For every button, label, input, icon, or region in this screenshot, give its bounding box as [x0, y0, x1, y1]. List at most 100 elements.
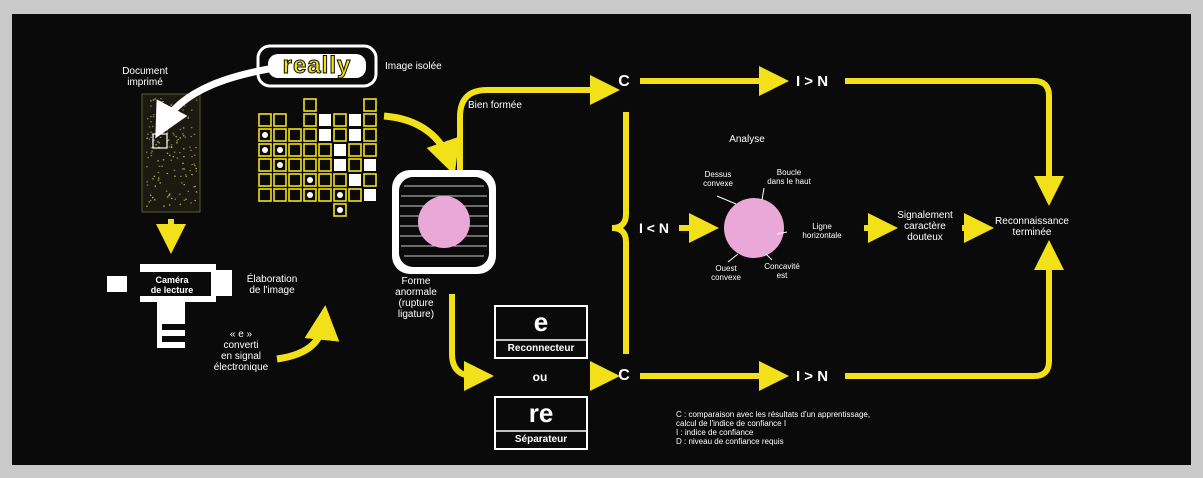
- pixel-cell: [363, 173, 377, 187]
- pixel-cell: [319, 129, 331, 141]
- pixel-cell: [333, 188, 347, 202]
- pixel-dot: [262, 147, 268, 153]
- comparison-bottom: C: [618, 367, 630, 384]
- pixel-dot: [277, 147, 283, 153]
- elaboration-label: Élaboration de l'image: [246, 274, 298, 296]
- pixel-cell: [288, 143, 302, 157]
- analysis-glyph: [724, 198, 784, 258]
- pixel-cell: [348, 143, 362, 157]
- pixel-dot: [307, 177, 313, 183]
- pixel-grid: [258, 98, 377, 217]
- pixel-dot: [277, 162, 283, 168]
- legend-line-2: calcul de l'indice de confiance I: [676, 419, 787, 428]
- pixel-cell: [288, 158, 302, 172]
- separator-glyph: re: [528, 398, 554, 428]
- pixel-cell: [273, 143, 287, 157]
- signal-arrow: [276, 305, 340, 363]
- pixel-cell: [318, 188, 332, 202]
- comparison-top: C: [618, 73, 630, 90]
- pixel-cell: [303, 158, 317, 172]
- pixel-cell: [258, 158, 272, 172]
- camera-icon: [107, 264, 232, 348]
- top-loop-label: Boucle dans le haut: [767, 168, 811, 186]
- pixel-cell: [288, 128, 302, 142]
- abnormal-route: [449, 294, 494, 391]
- really-word: really: [282, 52, 352, 80]
- diagram-panel: Document imprimé Image isolée really Cam…: [12, 14, 1191, 465]
- separator-box: [494, 396, 588, 450]
- pixel-cell: [364, 159, 376, 171]
- pixel-cell: [363, 98, 377, 112]
- confidence-ok-top: I > N: [795, 73, 829, 90]
- pixel-cell: [333, 128, 347, 142]
- pixel-cell: [364, 189, 376, 201]
- pixel-cell: [273, 188, 287, 202]
- diagram-canvas: [107, 44, 1064, 450]
- isolated-image-label: Image isolée: [385, 61, 442, 72]
- printed-document-label: Document imprimé: [122, 66, 168, 88]
- pixel-cell: [273, 158, 287, 172]
- confidence-ok-bottom: I > N: [795, 368, 829, 385]
- pixel-cell: [303, 98, 317, 112]
- pixel-cell: [288, 173, 302, 187]
- horizontal-line-label: Ligne horizontale: [802, 222, 842, 240]
- pixel-cell: [258, 113, 272, 127]
- pixel-cell: [349, 114, 361, 126]
- pixel-cell: [303, 143, 317, 157]
- pixel-cell: [333, 173, 347, 187]
- scanner-screen: [392, 170, 496, 274]
- well-formed-route: [457, 75, 620, 170]
- pixel-cell: [334, 144, 346, 156]
- pixel-cell: [333, 203, 347, 217]
- pixel-dot: [307, 192, 313, 198]
- west-convex-label: Ouest convexe: [711, 264, 741, 282]
- abnormal-shape-label: Forme anormale (rupture ligature): [395, 276, 437, 320]
- bottom-success-route: [845, 240, 1064, 379]
- pixel-cell: [273, 113, 287, 127]
- pixel-cell: [303, 188, 317, 202]
- pixel-cell: [334, 159, 346, 171]
- pixel-cell: [348, 188, 362, 202]
- pixel-cell: [303, 128, 317, 142]
- pixel-cell: [349, 129, 361, 141]
- legend-line-3: I : indice de confiance: [676, 428, 754, 437]
- pixel-cell: [363, 143, 377, 157]
- well-formed-label: Bien formée: [468, 100, 522, 111]
- pixel-cell: [258, 143, 272, 157]
- doubtful-character-label: Signalement caractère douteux: [897, 210, 953, 243]
- pixel-dot: [262, 132, 268, 138]
- recognition-done-label: Reconnaissance terminée: [995, 216, 1069, 238]
- or-label: ou: [532, 370, 548, 384]
- pixel-cell: [303, 113, 317, 127]
- pixel-cell: [363, 128, 377, 142]
- east-concavity-label: Concavité est: [764, 262, 800, 280]
- top-success-route: [845, 78, 1064, 206]
- reconnector-label: Reconnecteur: [507, 343, 575, 354]
- pixel-cell: [363, 113, 377, 127]
- converted-signal-label: « e » converti en signal électronique: [213, 329, 269, 373]
- failure-brace: [611, 112, 629, 354]
- pixel-cell: [258, 173, 272, 187]
- isolated-image-box: [256, 44, 378, 88]
- legend-line-1: C : comparaison avec les résultats d'un …: [676, 410, 871, 419]
- pixel-cell: [303, 173, 317, 187]
- pixel-cell: [258, 188, 272, 202]
- reconnector-box: [494, 305, 588, 359]
- pixel-cell: [333, 113, 347, 127]
- analysis-title: Analyse: [729, 134, 765, 145]
- top-convex-label: Dessus convexe: [703, 170, 733, 188]
- pixel-cell: [349, 174, 361, 186]
- pixel-cell: [258, 128, 272, 142]
- pixel-dot: [337, 192, 343, 198]
- pixel-cell: [318, 143, 332, 157]
- pixel-cell: [319, 114, 331, 126]
- separator-label: Séparateur: [514, 434, 568, 445]
- pixel-cell: [318, 173, 332, 187]
- pixel-cell: [318, 158, 332, 172]
- reconnector-glyph: e: [533, 307, 549, 337]
- confidence-low: I < N: [639, 220, 669, 236]
- pixel-cell: [273, 128, 287, 142]
- pixel-dot: [337, 207, 343, 213]
- camera-label: Caméra de lecture: [150, 275, 194, 295]
